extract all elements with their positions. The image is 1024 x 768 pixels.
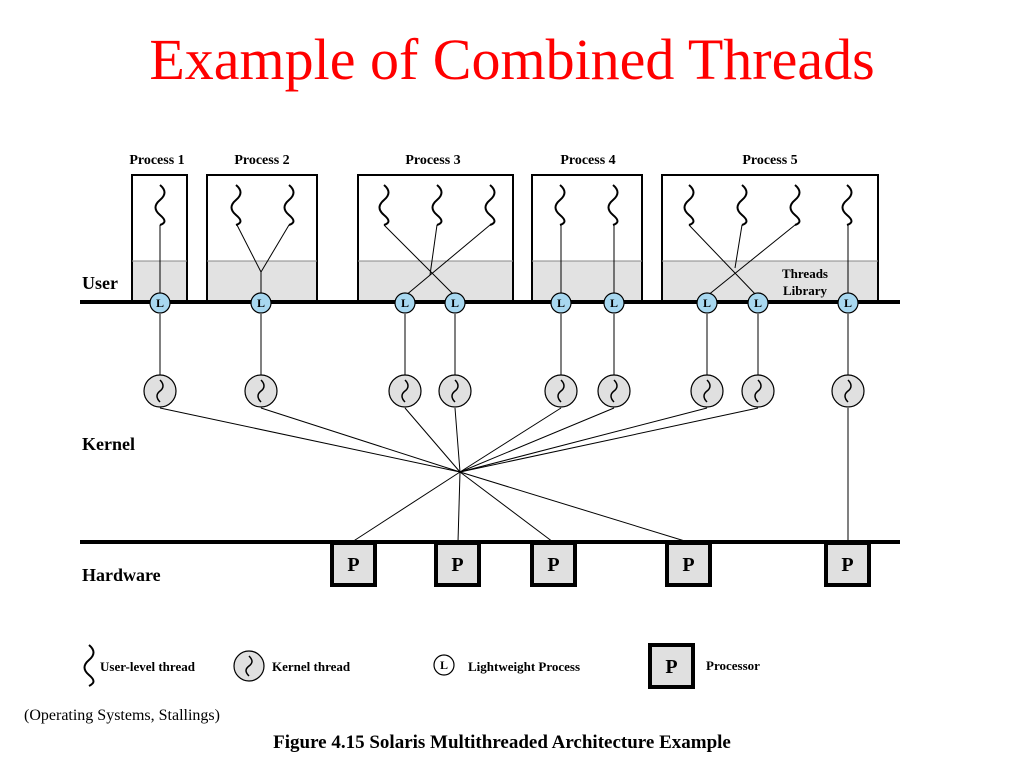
lwp-icon: L [394, 292, 416, 314]
svg-text:L: L [754, 296, 762, 310]
threads-library-label-line1: Threads [782, 266, 828, 281]
lwp-icon: L [696, 292, 718, 314]
process-box-4 [531, 174, 643, 302]
kernel-thread-icon [690, 374, 724, 408]
processor-icon: P [530, 541, 577, 587]
svg-text:P: P [547, 554, 559, 576]
lwp-icon: L [250, 292, 272, 314]
legend: User-level thread Kernel thread L Lightw… [83, 643, 760, 689]
processor-icon: P [434, 541, 481, 587]
kernel-processor-connections [159, 407, 849, 543]
process-label-1: Process 1 [129, 153, 184, 168]
svg-text:P: P [347, 554, 359, 576]
layer-label-user: User [82, 273, 118, 293]
process-box-5 [661, 174, 879, 302]
citation: (Operating Systems, Stallings) [24, 707, 220, 724]
process-label-5: Process 5 [742, 153, 797, 168]
legend-lwp-label: Lightweight Process [468, 659, 580, 674]
kernel-thread-icon [244, 374, 278, 408]
kernel-thread-icon [741, 374, 775, 408]
lwp-icon: L [747, 292, 769, 314]
kernel-thread-icon [388, 374, 422, 408]
svg-text:P: P [451, 554, 463, 576]
legend-lwp: L Lightweight Process [433, 654, 580, 676]
processor-icon: P [330, 541, 377, 587]
layer-label-hardware: Hardware [82, 565, 161, 585]
process-label-3: Process 3 [405, 153, 460, 168]
kernel-thread-icons [143, 374, 865, 408]
process-label-2: Process 2 [234, 153, 289, 168]
svg-text:L: L [156, 296, 164, 310]
processor-icon: P [665, 541, 712, 587]
lwp-icon: L [149, 292, 171, 314]
legend-kernel-thread-label: Kernel thread [272, 659, 351, 674]
lwp-icon: L [444, 292, 466, 314]
process-box-2 [206, 174, 318, 302]
svg-text:L: L [257, 296, 265, 310]
processor-icons: P P P P P [330, 541, 871, 587]
slide-title: Example of Combined Threads [149, 27, 875, 92]
svg-text:P: P [682, 554, 694, 576]
lwp-icon: L [603, 292, 625, 314]
svg-text:L: L [610, 296, 618, 310]
lwp-icon: L [550, 292, 572, 314]
processor-icon: P [824, 541, 871, 587]
svg-text:L: L [844, 296, 852, 310]
kernel-thread-icon [438, 374, 472, 408]
user-thread-icon [83, 644, 95, 687]
process-label-4: Process 4 [560, 153, 615, 168]
figure-caption: Figure 4.15 Solaris Multithreaded Archit… [273, 732, 731, 753]
svg-text:L: L [451, 296, 459, 310]
lwp-icons: L L L L L L L L L [149, 292, 859, 314]
svg-text:L: L [703, 296, 711, 310]
legend-kernel-thread: Kernel thread [233, 650, 351, 682]
kernel-thread-icon [597, 374, 631, 408]
svg-text:P: P [665, 656, 677, 678]
kernel-thread-icon [544, 374, 578, 408]
layer-label-kernel: Kernel [82, 434, 135, 454]
legend-user-thread-label: User-level thread [100, 659, 196, 674]
processor-icon [648, 643, 695, 689]
kernel-thread-icon [143, 374, 177, 408]
thread-lwp-connections [159, 224, 849, 297]
kernel-thread-icon [233, 650, 265, 682]
svg-text:P: P [841, 554, 853, 576]
lwp-kernel-connections [159, 314, 849, 375]
svg-text:L: L [401, 296, 409, 310]
legend-processor: P Processor [648, 643, 760, 689]
legend-processor-label: Processor [706, 658, 760, 673]
svg-text:L: L [440, 658, 448, 672]
legend-user-thread: User-level thread [83, 644, 196, 687]
lwp-icon: L [433, 654, 455, 676]
svg-text:L: L [557, 296, 565, 310]
threads-library-label-line2: Library [783, 283, 828, 298]
kernel-thread-icon [831, 374, 865, 408]
lwp-icon: L [837, 292, 859, 314]
